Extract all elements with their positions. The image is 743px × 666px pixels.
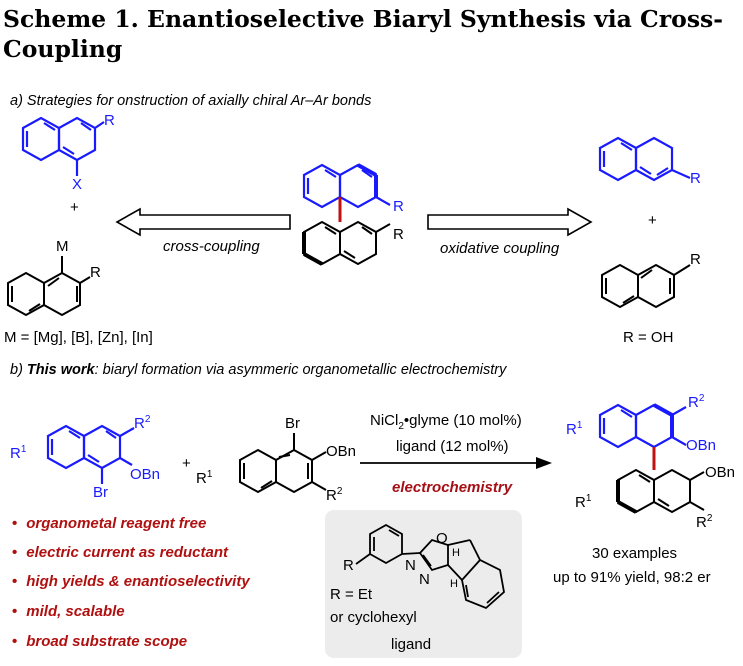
atom-r: R (393, 198, 404, 215)
atom-x: X (72, 176, 83, 193)
naphthalene-bottom-right-structure (601, 263, 691, 309)
atom-r2: R2 (326, 486, 343, 504)
reactant-2-structure (239, 433, 327, 494)
ligand-r: R (343, 557, 354, 574)
atom-obn: OBn (326, 443, 357, 460)
reaction-arrow (360, 457, 552, 469)
catalyst-condition: NiCl2•glyme (10 mol%) (370, 412, 522, 432)
naphthalene-x-structure (21, 116, 105, 176)
plus-sign: + (182, 455, 191, 472)
yield-er: up to 91% yield, 98:2 er (553, 569, 711, 586)
electrochemistry-label: electrochemistry (392, 479, 513, 496)
ligand-h: H (450, 578, 458, 590)
atom-r2: R2 (696, 513, 713, 531)
reactant-1-structure (46, 424, 135, 484)
atom-r1: R1 (575, 493, 592, 511)
ligand-caption: ligand (391, 636, 432, 653)
naphthalene-m-structure (7, 256, 91, 317)
atom-m: M (56, 238, 69, 255)
bullet-item: •electric current as reductant (12, 544, 229, 561)
atom-br: Br (93, 484, 108, 501)
naphthalene-top-right-structure (598, 136, 691, 182)
ligand-r-definition: R = Et (330, 586, 373, 603)
plus-sign: + (70, 199, 79, 216)
atom-r: R (690, 170, 701, 187)
scheme-title: Scheme 1. Enantioselective Biaryl Synthe… (3, 5, 724, 63)
ligand-n: N (419, 571, 430, 588)
bullet-item: •mild, scalable (12, 603, 125, 620)
bullet-item: •broad substrate scope (12, 633, 188, 650)
ligand-n: N (405, 557, 416, 574)
binaphthyl-lower-structure (303, 220, 391, 266)
hollow-arrow-right (427, 207, 593, 237)
cross-coupling-label: cross-coupling (163, 238, 260, 255)
bullet-item: •high yields & enantioselectivity (12, 573, 250, 590)
atom-r: R (90, 264, 101, 281)
ligand-r-alternative: or cyclohexyl (330, 609, 417, 626)
examples-count: 30 examples (592, 545, 678, 562)
atom-br: Br (285, 415, 300, 432)
ligand-h: H (452, 547, 460, 559)
product-lower-structure (617, 468, 705, 514)
oxidative-coupling-label: oxidative coupling (440, 240, 560, 257)
plus-sign: + (648, 212, 657, 229)
atom-obn: OBn (705, 464, 736, 481)
section-b-heading: b) This work: biaryl formation via asymm… (10, 362, 507, 378)
atom-r: R (104, 112, 115, 129)
section-a-heading: a) Strategies for onstruction of axially… (10, 93, 372, 109)
hollow-arrow-left (115, 207, 291, 237)
atom-r1: R1 (566, 420, 583, 438)
ligand-condition: ligand (12 mol%) (396, 438, 509, 455)
atom-obn: OBn (130, 466, 161, 483)
atom-r: R (690, 251, 701, 268)
atom-obn: OBn (686, 437, 717, 454)
atom-r1: R1 (196, 469, 213, 487)
atom-r2: R2 (134, 414, 151, 432)
ligand-structure (355, 523, 505, 610)
bullet-item: •organometal reagent free (12, 515, 207, 532)
r-definition: R = OH (623, 329, 674, 346)
metal-list: M = [Mg], [B], [Zn], [In] (4, 329, 153, 346)
atom-r1: R1 (10, 444, 27, 462)
atom-r2: R2 (688, 393, 705, 411)
ligand-o: O (436, 530, 448, 547)
atom-r: R (393, 226, 404, 243)
